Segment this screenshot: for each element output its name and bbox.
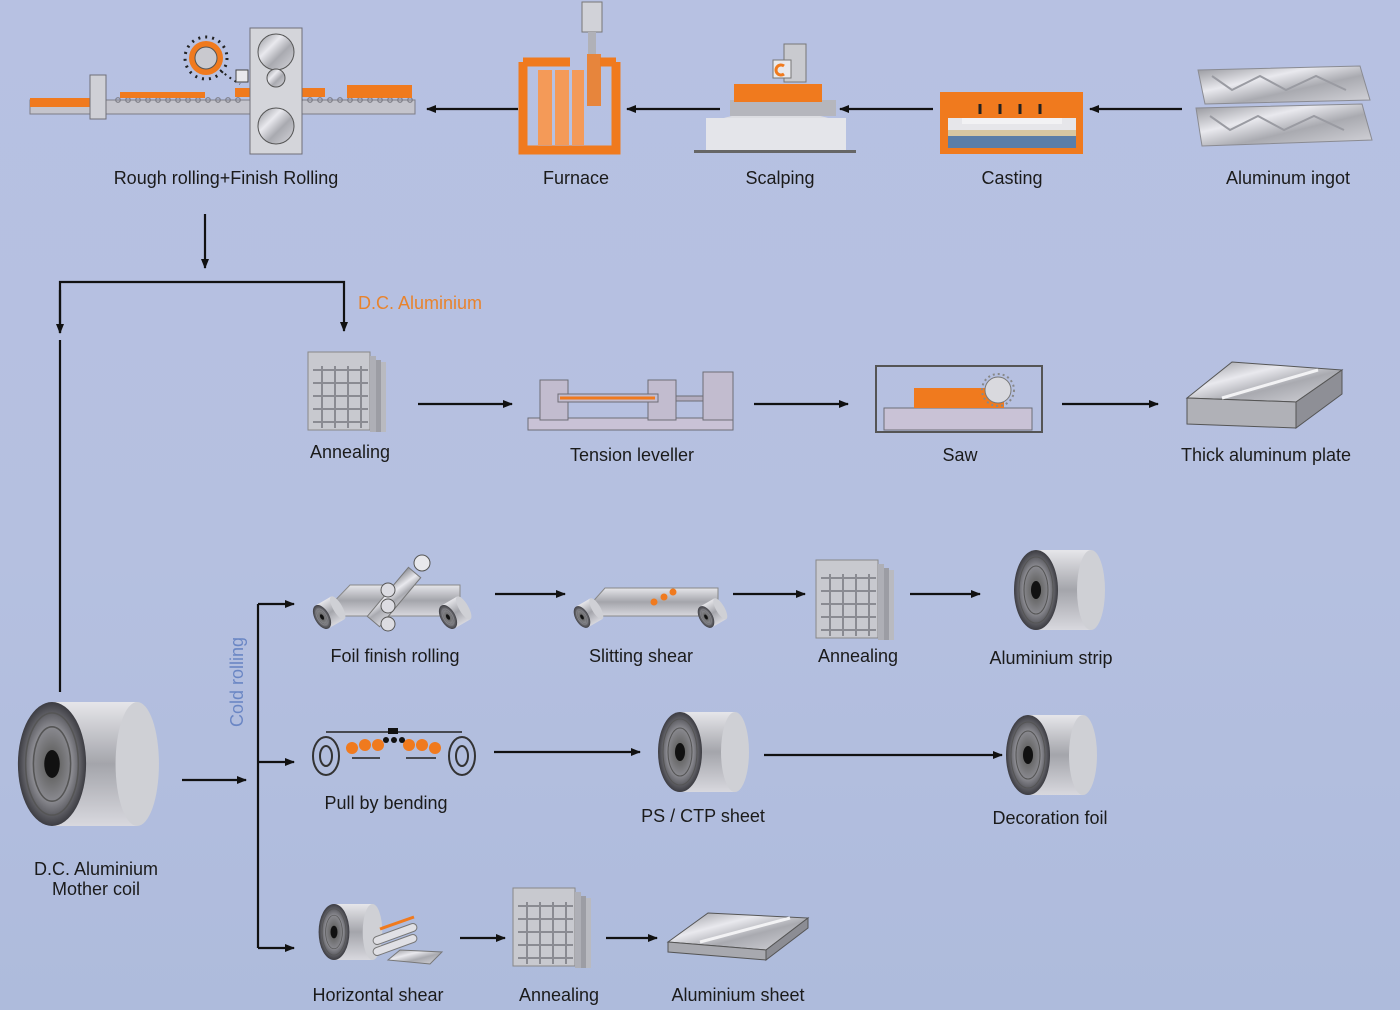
foil-finish-rolling-icon xyxy=(308,554,475,633)
saw-label: Saw xyxy=(942,445,978,465)
strip-annealing-icon xyxy=(815,559,895,641)
annealing-label: Annealing xyxy=(309,442,391,462)
pull-by-bending-icon xyxy=(312,728,476,776)
aluminium-strip-label: Aluminium strip xyxy=(989,648,1113,668)
furnace-label: Furnace xyxy=(542,168,610,188)
aluminum-ingot-icon xyxy=(1195,65,1373,147)
strip-annealing-label: Annealing xyxy=(817,646,899,666)
furnace-icon xyxy=(518,1,621,155)
branch-connector xyxy=(56,280,348,692)
top-row-arrows xyxy=(201,105,1182,269)
slitting-shear-icon xyxy=(570,587,731,631)
horizontal-shear-icon xyxy=(318,903,444,965)
saw-machine-icon xyxy=(875,365,1043,433)
sheet-annealing-label: Annealing xyxy=(518,985,600,1005)
decoration-foil-label: Decoration foil xyxy=(992,808,1108,828)
tension-leveller-label: Tension leveller xyxy=(569,445,695,465)
casting-machine-icon xyxy=(940,92,1083,154)
annealing-furnace-icon xyxy=(307,351,387,433)
bending-row-arrows xyxy=(494,748,1003,759)
cold-rolling-label: Cold rolling xyxy=(227,636,247,727)
ps-ctp-sheet-label: PS / CTP sheet xyxy=(641,806,765,826)
thick-aluminum-plate-label: Thick aluminum plate xyxy=(1180,445,1352,465)
aluminium-sheet-label: Aluminium sheet xyxy=(671,985,805,1005)
pull-by-bending-label: Pull by bending xyxy=(324,793,448,813)
slitting-shear-label: Slitting shear xyxy=(588,646,694,666)
foil-finish-rolling-label: Foil finish rolling xyxy=(330,646,460,666)
casting-label: Casting xyxy=(981,168,1043,188)
scalping-label: Scalping xyxy=(745,168,815,188)
horizontal-shear-label: Horizontal shear xyxy=(312,985,444,1005)
tension-leveller-icon xyxy=(527,371,734,431)
mother-coil-label-line2: Mother coil xyxy=(51,879,141,899)
aluminium-strip-coil-icon xyxy=(1013,549,1106,631)
ps-ctp-sheet-coil-icon xyxy=(657,711,750,793)
sheet-annealing-icon xyxy=(512,887,592,969)
cold-rolling-connector xyxy=(182,600,295,952)
mother-coil-label-line1: D.C. Aluminium xyxy=(33,859,159,879)
thick-aluminum-plate-icon xyxy=(1185,361,1344,429)
aluminum-ingot-label: Aluminum ingot xyxy=(1225,168,1351,188)
rough-rolling-mill-icon xyxy=(29,27,416,155)
scalping-machine-icon xyxy=(694,43,856,153)
aluminium-sheet-icon xyxy=(666,912,810,962)
rough-finish-rolling-label: Rough rolling+Finish Rolling xyxy=(113,168,339,188)
dc-aluminium-note: D.C. Aluminium xyxy=(358,293,483,313)
decoration-foil-coil-icon xyxy=(1005,714,1098,796)
mother-coil-icon xyxy=(17,701,160,827)
